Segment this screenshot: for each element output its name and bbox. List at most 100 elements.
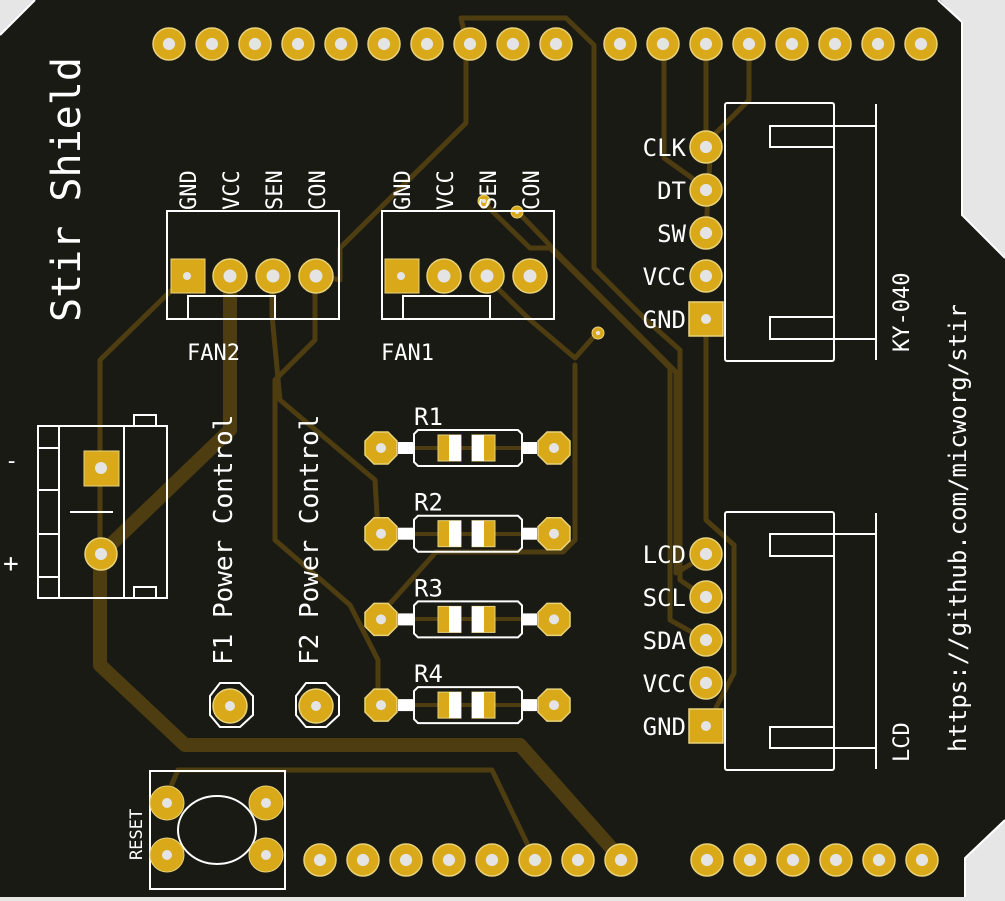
pad-square	[688, 301, 724, 337]
pad-round	[689, 216, 723, 250]
lcd-ref-label: LCD	[890, 722, 915, 762]
f1-test-point[interactable]	[209, 682, 254, 728]
trace	[458, 15, 709, 601]
enc-pin-label: DT	[657, 177, 686, 205]
encoder-ref-label: KY-040	[890, 273, 915, 352]
resistor-ref-label: R2	[414, 489, 443, 517]
header-pin	[904, 27, 938, 61]
pad-octagon	[537, 602, 571, 637]
header-pin	[453, 27, 487, 61]
lcd-pin-label: SCL	[643, 584, 686, 612]
enc-pin-label: SW	[657, 220, 686, 248]
header-pin	[732, 27, 766, 61]
board-edge-line-bottomright	[964, 819, 1005, 901]
resistor: R2	[364, 489, 571, 553]
enc-pin-label: CLK	[643, 134, 687, 162]
fan2-ref-label: FAN2	[187, 341, 240, 366]
pad-octagon	[364, 431, 398, 465]
header-pin	[775, 27, 809, 61]
resistor-ref-label: R1	[414, 403, 443, 431]
pad-round	[149, 785, 185, 821]
pad-round	[426, 258, 462, 294]
header-pin	[475, 843, 509, 877]
pad-round	[689, 173, 723, 207]
header-pin	[646, 27, 680, 61]
lcd-pin-label: GND	[643, 713, 686, 741]
pad-round	[149, 837, 185, 873]
trace	[162, 767, 538, 863]
header-pin	[861, 27, 895, 61]
trace	[93, 268, 237, 562]
fan2-pin-label: VCC	[220, 170, 245, 210]
header-pin	[152, 27, 186, 61]
board-edge-line-topleft	[0, 0, 36, 36]
pad-round	[469, 258, 505, 294]
via	[591, 326, 605, 340]
header-pin	[603, 27, 637, 61]
fan1-ref-label: FAN1	[381, 341, 434, 366]
pad-octagon	[364, 516, 398, 551]
board-title: Stir Shield	[44, 57, 90, 322]
resistor: R3	[364, 574, 571, 639]
lcd-pin-label: SDA	[643, 627, 687, 655]
board-edge-cut-right	[940, 0, 1005, 258]
header-pin	[818, 27, 852, 61]
pad-octagon	[537, 431, 571, 465]
header-pin	[819, 843, 853, 877]
header-pin	[776, 843, 810, 877]
pad-round	[248, 785, 284, 821]
header-pin	[389, 843, 423, 877]
pad-round	[248, 837, 284, 873]
header-top-left	[152, 27, 573, 61]
lcd-pin-label: VCC	[643, 670, 686, 698]
resistor: R4	[364, 660, 571, 725]
power-jack: - +	[3, 414, 168, 599]
trace	[375, 362, 578, 620]
trace	[481, 272, 601, 361]
resistor-ref-label: R3	[414, 574, 443, 602]
resistor: R1	[364, 403, 571, 467]
header-top-right	[603, 27, 938, 61]
fan2-pin-label: SEN	[263, 170, 288, 210]
pad-round	[689, 259, 723, 293]
pad-octagon	[364, 688, 398, 722]
enc-pin-label: GND	[643, 306, 686, 334]
header-pin	[733, 843, 767, 877]
power-minus-label: -	[5, 449, 18, 474]
pad-round	[512, 258, 548, 294]
fan2-pin-label: GND	[177, 170, 202, 210]
trace	[93, 548, 629, 867]
f1-power-control-label: F1 Power Control	[209, 415, 239, 665]
header-pin	[281, 27, 315, 61]
header-pin	[862, 843, 896, 877]
header-pin	[367, 27, 401, 61]
f2-power-control-label: F2 Power Control	[295, 415, 325, 665]
f2-test-point[interactable]	[295, 682, 340, 728]
header-bottom-right	[690, 843, 939, 877]
pad-round	[689, 130, 723, 164]
reset-button[interactable]: RESET	[127, 770, 286, 890]
header-pin	[324, 27, 358, 61]
header-pin	[432, 843, 466, 877]
fan1-pin-label: CON	[520, 170, 545, 210]
header-pin	[539, 27, 573, 61]
pad-round	[298, 258, 334, 294]
resistor-ref-label: R4	[414, 660, 443, 688]
header-pin	[238, 27, 272, 61]
header-pin	[905, 843, 939, 877]
pad-square	[688, 708, 724, 744]
pad-round	[212, 258, 248, 294]
header-pin	[518, 843, 552, 877]
header-pin	[195, 27, 229, 61]
header-pin	[346, 843, 380, 877]
pad-octagon	[537, 688, 571, 722]
header-pin	[604, 843, 638, 877]
pad-round	[255, 258, 291, 294]
trace	[515, 209, 709, 576]
